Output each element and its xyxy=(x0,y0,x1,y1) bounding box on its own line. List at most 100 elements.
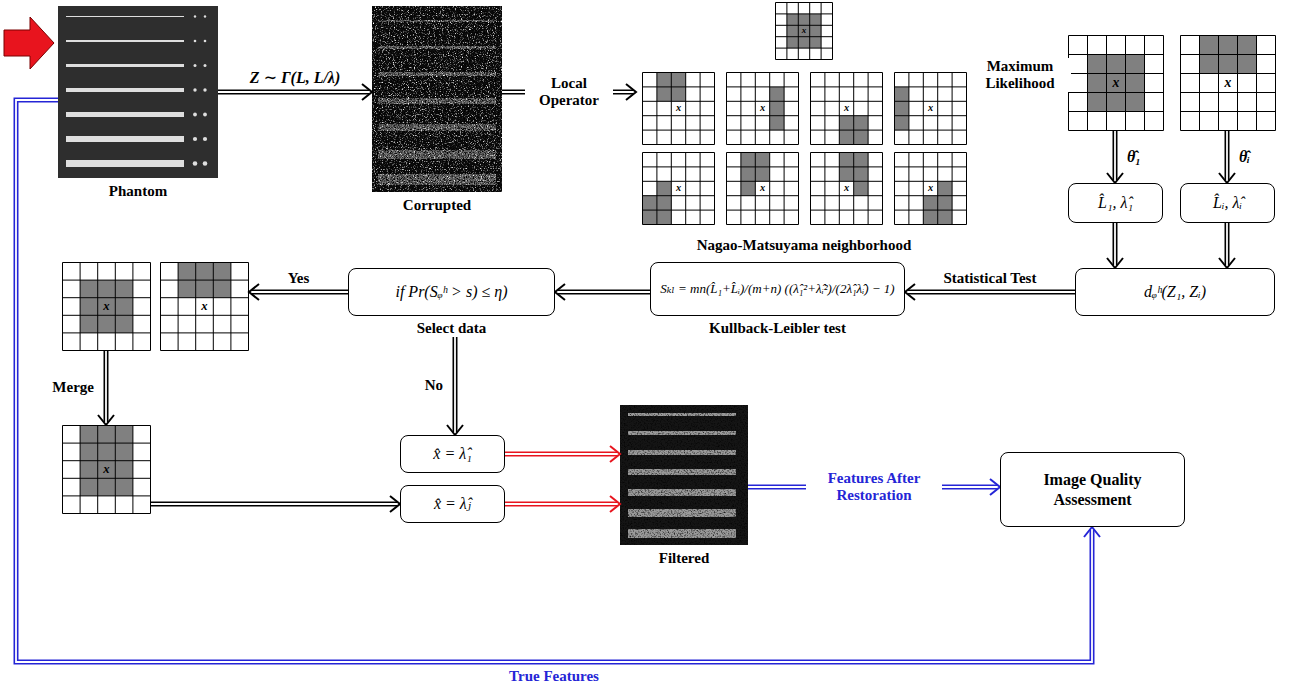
grid-line xyxy=(97,263,98,351)
box-text: L̂₁, λ̂₁ xyxy=(1098,193,1133,213)
grid-line xyxy=(895,166,967,167)
grid-line xyxy=(740,73,741,145)
grid-line xyxy=(895,115,967,116)
grid-line xyxy=(1087,36,1088,131)
grid-line xyxy=(776,48,833,49)
grid-line xyxy=(1199,36,1200,131)
box-text: x̂ = λ̂ⱼ xyxy=(434,494,471,514)
grid-cell-shaded xyxy=(115,298,133,316)
grid-cell-shaded xyxy=(657,196,671,210)
grid-line xyxy=(700,73,701,145)
grid-line xyxy=(755,153,756,225)
grid-line xyxy=(178,263,179,351)
grid-cell-shaded xyxy=(643,210,657,224)
pixel-marker: x xyxy=(798,25,809,36)
grid-line xyxy=(80,426,81,514)
pixel-grid: x xyxy=(1068,35,1164,131)
box-text: x̂ = λ̂₁ xyxy=(433,444,471,464)
grid-line xyxy=(150,263,151,351)
grid-line xyxy=(853,73,854,145)
grid-line xyxy=(643,166,715,167)
grid-line xyxy=(1144,36,1145,131)
grid-line xyxy=(811,130,883,131)
grid-line xyxy=(115,263,116,351)
grid-cell-shaded xyxy=(657,210,671,224)
connector-outer xyxy=(1225,223,1230,265)
grid-line xyxy=(726,153,727,225)
grid-cell-shaded xyxy=(787,37,798,48)
grid-line xyxy=(769,73,770,145)
grid-cell-shaded xyxy=(798,37,809,48)
grid-cell-shaded xyxy=(657,181,671,195)
grid-line xyxy=(727,101,799,102)
grid-line xyxy=(63,495,151,496)
process-box-with-caption: Sₖₗ = mn(L̂₁+L̂ᵢ)/(m+n) ((λ̂₁²+λ̂ᵢ²)/(2λ… xyxy=(650,262,905,337)
connector-inner xyxy=(1114,223,1116,265)
box-caption: Select data xyxy=(348,319,555,337)
grid-line xyxy=(1069,111,1164,112)
grid-cell-shaded xyxy=(741,167,755,181)
grid-line xyxy=(643,115,715,116)
grid-cell-shaded xyxy=(839,153,853,167)
pixel-grid: x xyxy=(62,262,151,351)
grid-line xyxy=(63,332,151,333)
grid-line xyxy=(671,153,672,225)
group-caption: Nagao-Matsuyama neighborhood xyxy=(636,236,972,254)
grid-line xyxy=(685,73,686,145)
grid-line xyxy=(809,3,810,60)
grid-cell-shaded xyxy=(938,181,952,195)
process-box: if Pr(Sᵩʰ > s) ≤ η) xyxy=(348,268,555,316)
grid-cell-shaded xyxy=(1088,55,1107,74)
grid-line xyxy=(727,181,799,182)
double-arrow xyxy=(1219,223,1235,268)
edge-label: Merge xyxy=(49,379,97,396)
grid-line xyxy=(727,166,799,167)
connector-inner xyxy=(454,337,456,432)
grid-line xyxy=(643,130,715,131)
grid-line xyxy=(727,144,799,145)
grid-cell-shaded xyxy=(80,298,98,316)
grid-line xyxy=(63,478,151,479)
connector-outer xyxy=(1113,223,1118,265)
grid-line xyxy=(643,86,715,87)
connector-outer xyxy=(218,90,369,95)
grid-cell-shaded xyxy=(1107,93,1126,112)
grid-line xyxy=(784,153,785,225)
grid-line xyxy=(727,195,799,196)
grid-line xyxy=(643,101,715,102)
double-arrow xyxy=(151,496,400,512)
grid-line xyxy=(80,263,81,351)
pixel-marker: x xyxy=(839,101,853,115)
grid-cell-shaded xyxy=(895,116,909,130)
pixel-grid: x xyxy=(726,72,799,145)
grid-line xyxy=(63,425,151,426)
grid-line xyxy=(811,210,883,211)
corrupted-image xyxy=(372,6,502,192)
pixel-marker: x xyxy=(923,101,937,115)
grid-line xyxy=(811,72,883,73)
grid-line xyxy=(1069,35,1164,36)
grid-line xyxy=(727,130,799,131)
grid-line xyxy=(1256,36,1257,131)
grid-cell-shaded xyxy=(657,73,671,87)
neighborhood-group: Nagao-Matsuyama neighborhoodxxxxxxxxx xyxy=(636,2,972,260)
process-box: L̂₁, λ̂₁ xyxy=(1068,183,1163,223)
grid-cell-shaded xyxy=(839,116,853,130)
grid-line xyxy=(923,153,924,225)
grid-line xyxy=(643,181,715,182)
grid-line xyxy=(895,130,967,131)
edge-label: True Features xyxy=(506,668,602,685)
grid-line xyxy=(811,115,883,116)
grid-cell-shaded xyxy=(115,426,133,444)
pixel-grid: x xyxy=(810,152,883,225)
grid-line xyxy=(643,224,715,225)
grid-line xyxy=(775,3,776,60)
edge-label: θ̂ᵢ xyxy=(1236,148,1253,166)
image-caption: Corrupted xyxy=(372,196,502,214)
grid-line xyxy=(895,144,967,145)
grid-cell-shaded xyxy=(178,280,196,298)
box-text: Sₖₗ = mn(L̂₁+L̂ᵢ)/(m+n) ((λ̂₁²+λ̂ᵢ²)/(2λ… xyxy=(660,281,894,297)
pixel-marker: x xyxy=(755,181,769,195)
grid-line xyxy=(1181,35,1276,36)
grid-line xyxy=(161,315,249,316)
